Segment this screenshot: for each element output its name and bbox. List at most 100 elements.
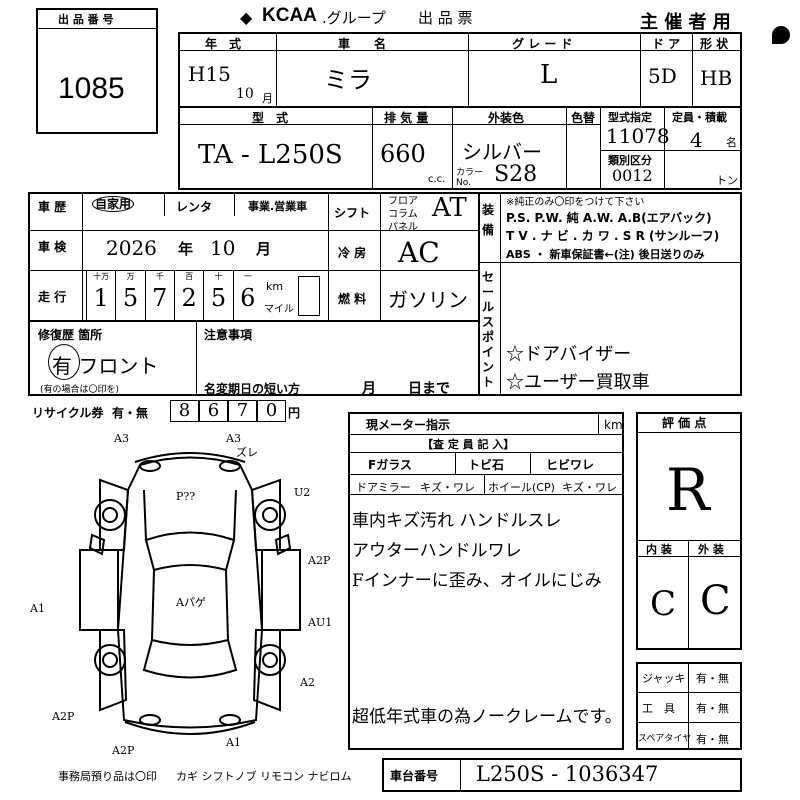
mileage-digit: 1: [93, 284, 109, 312]
inspector-note-3: Fインナーに歪み、オイルにじみ: [352, 571, 602, 591]
logo-icon: ◆: [240, 8, 253, 27]
wheel-value[interactable]: キズ・ワレ: [562, 481, 617, 494]
glass-chip-option[interactable]: トビ石: [468, 458, 505, 472]
recycle-digit: 8: [170, 400, 199, 422]
accessories-box: [636, 662, 742, 750]
damage-mark: A2: [299, 676, 315, 689]
history-label: 車 歴: [38, 200, 67, 214]
damage-mark: AU1: [307, 616, 332, 629]
mileage-unit-label: 十万: [93, 272, 110, 281]
cooling-value: AC: [398, 236, 440, 269]
equipment-line2: T V . ナ ビ . カ ワ . S R (サンルーフ): [506, 229, 720, 243]
damage-mark: ズレ: [236, 445, 258, 459]
deadline-label: 名変期日の短い方: [204, 382, 301, 396]
model-value: ミラ: [324, 66, 372, 94]
notes-label: 注意事項: [204, 328, 253, 342]
recycle-options[interactable]: 有・無: [112, 406, 149, 420]
recycle-unit: 円: [288, 406, 301, 420]
type-designation-value: 11078: [606, 124, 670, 148]
equipment-note: ※純正のみ〇印をつけて下さい: [506, 197, 645, 208]
lot-number: 1085: [58, 72, 125, 105]
inspector-note-5: 超低年式車の為ノークレームです。: [352, 707, 622, 727]
capacity-value: 4: [690, 128, 703, 152]
sales-points-label: セールスポイント: [482, 270, 495, 389]
mileage-digit: 7: [152, 284, 168, 312]
damage-mark: Aパゲ: [175, 596, 206, 609]
history-business-option[interactable]: 事業.営業車: [248, 200, 308, 213]
damage-mark: A3: [225, 432, 241, 445]
mirror-value[interactable]: キズ・ワレ: [420, 481, 475, 494]
mileage-digit: 5: [210, 284, 227, 312]
tools-label: 工 具: [642, 702, 675, 715]
tools-value[interactable]: 有・無: [696, 702, 729, 715]
history-rental-option[interactable]: レンタ: [176, 200, 213, 214]
interior-grade: C: [650, 584, 677, 624]
car-damage-diagram: A3 A3 ズレ U2 P?? A2P Aパゲ A1 AU1 A2 A2P A2…: [30, 432, 332, 757]
capacity-unit: 名: [726, 136, 737, 149]
damage-mark: A2P: [307, 554, 331, 567]
shift-option-column[interactable]: コラム: [388, 209, 418, 220]
type-label: 型 式: [252, 111, 289, 125]
jack-label: ジャッキ: [642, 672, 686, 685]
equipment-line3: ABS ・ 新車保証書←(注) 後日送りのみ: [506, 248, 705, 261]
specs-grid: [28, 192, 742, 396]
shift-label: シフト: [334, 206, 371, 220]
mileage-mile-unit: マイル: [264, 304, 294, 315]
meter-label: 現メーター指示: [366, 418, 451, 432]
copy-label: 主 催 者 用: [640, 12, 731, 33]
deadline-month-unit: 月: [362, 381, 376, 397]
org-name: KCAA: [262, 5, 317, 26]
punch-mark: [772, 26, 790, 44]
fuel-label: 燃 料: [338, 292, 367, 306]
displacement-label: 排 気 量: [384, 111, 429, 125]
body-value: HB: [700, 66, 733, 90]
damage-mark: A2P: [51, 710, 75, 723]
recycle-digit: 6: [199, 400, 228, 422]
mileage-unit-label: 一: [243, 272, 252, 281]
inspector-box: [348, 412, 624, 750]
mileage-km-unit: km: [266, 280, 284, 293]
mileage-label: 走 行: [38, 290, 67, 304]
year-month-value: 10: [236, 86, 254, 102]
inspection-month-unit: 月: [256, 240, 272, 258]
history-private-option[interactable]: 自家用: [92, 195, 135, 212]
mileage-digit: 2: [181, 284, 197, 312]
grade-label: グ レ ー ド: [512, 37, 573, 51]
color-no-value: S28: [494, 162, 538, 187]
inspector-note-2: アウターハンドルワレ: [352, 541, 522, 561]
overall-grade: R: [666, 456, 710, 524]
mileage-digit: 6: [240, 284, 256, 312]
inspection-year: 2026: [106, 236, 157, 260]
type-value: TA - L250S: [198, 140, 343, 170]
shift-option-floor[interactable]: フロア: [388, 196, 418, 207]
glass-crack-option[interactable]: ヒビワレ: [546, 458, 595, 472]
inspector-note-1: 車内キズ汚れ ハンドルスレ: [352, 511, 562, 531]
recycle-label: リサイクル券: [32, 406, 104, 420]
mileage-mile-checkbox[interactable]: [298, 276, 320, 316]
cooling-label: 冷 房: [338, 246, 367, 260]
org-suffix: .グループ: [322, 9, 386, 27]
exterior-grade: C: [700, 578, 731, 624]
glass-label: Fガラス: [368, 458, 412, 472]
mileage-unit-label: 百: [185, 272, 194, 281]
repair-note: (有の場合は〇印を): [40, 385, 120, 395]
class-label: 類別区分: [608, 154, 652, 167]
year-month-unit: 月: [262, 92, 273, 105]
damage-mark: P??: [176, 490, 195, 503]
deadline-day-unit: 日まで: [408, 381, 450, 397]
door-label: ド ア: [652, 37, 681, 51]
jack-value[interactable]: 有・無: [696, 672, 729, 685]
shift-value: AT: [432, 193, 467, 223]
interior-label: 内 装: [646, 543, 672, 556]
mileage-unit-label: 万: [126, 272, 135, 281]
shift-option-panel[interactable]: パネル: [388, 222, 418, 233]
color-label: 外装色: [488, 111, 525, 125]
chassis-label: 車台番号: [390, 769, 439, 783]
spare-tire-value[interactable]: 有・無: [696, 733, 729, 746]
grade-value: L: [540, 60, 558, 90]
capacity-label: 定員・積載: [672, 111, 727, 124]
displacement-value: 660: [380, 140, 426, 168]
